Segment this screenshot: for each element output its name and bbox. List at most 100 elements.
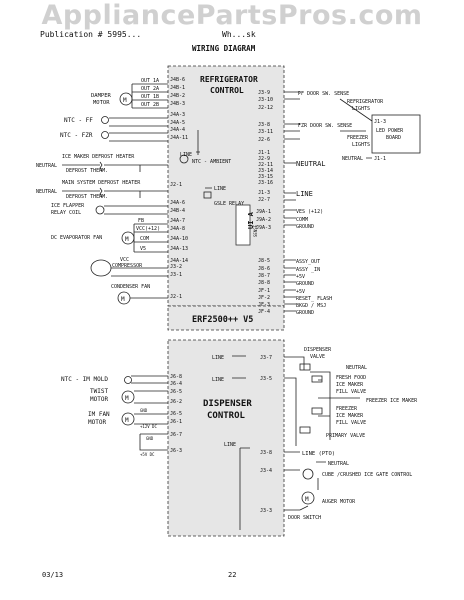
plus5v-2-label: +5V [296,289,305,295]
fresh-food-label-2: ICE MAKER [336,382,364,388]
pin-label: J4A-8 [170,226,185,232]
publication-number: Publication # 5995... [40,30,141,39]
pin-label: J8-7 [258,273,270,279]
gsle-relay-label: GSLE RELAY [214,201,244,207]
pin-label: J2-6 [258,137,270,143]
condenser-fan-group: CONDENSER FAN M [111,284,168,305]
twist-motor-group: TWIST MOTOR M [90,388,168,404]
pin-label: J8-5 [258,258,270,264]
model-strip [167,305,285,331]
inner-wires [196,130,212,189]
im-fan-motor-symbol [121,412,135,426]
plus5v-right-label: +5V [296,274,305,280]
out2a-label: OUT 2A [141,86,159,92]
pin-label: JF-1 [258,288,270,294]
freezer-lights-label-1: FREEZER [347,135,369,141]
pin-label: J3-10 [258,97,273,103]
damper-motor-group: DAMPER MOTOR M OUT 1A OUT 2A OUT 1B OUT … [91,78,168,109]
freezer-valve-symbol [311,407,323,415]
twist-motor-label-1: TWIST [90,388,108,395]
vcc-comp-label-2: COMPRESSOR [112,263,143,269]
dispenser-title-line2: CONTROL [207,411,246,421]
led-board-label-1: LED POWER [376,128,404,134]
ref-lights-label-1: REFRIGERATOR [347,99,384,105]
dispenser-right-wiring: LINE LINE LINE DISPENSER VALVE NEUTRAL F… [212,347,418,530]
condenser-fan-m: M [121,296,125,303]
fresh-food-label-3: FILL VALVE [336,389,366,395]
pin-label: J3-11 [258,129,273,135]
dc-evaporator-fan-group: DC EVAPORATOR FAN M FB VCC(+12) COM V5 [51,218,168,253]
ui-a-connector [235,204,251,246]
pin-label: J2-9 [258,156,270,162]
vcc-comp-label-1: VCC [120,257,129,263]
pin-label: J4A-3 [170,112,185,118]
condenser-fan-label: CONDENSER FAN [111,284,150,290]
ntc-ambient-label: NTC - AMBIENT [192,159,231,165]
assy-out-label: ASSY_OUT [296,259,320,265]
fresh-food-valve-symbol [311,375,323,383]
com-label: COM [140,236,149,242]
line-main-label: LINE [296,190,313,198]
pin-label: J1-3 [258,190,270,196]
ref-lights-label-2: LIGHTS [352,106,370,112]
footer-date: 03/13 [42,571,63,579]
pin-label: J3-15 [258,174,273,180]
dispenser-pin-columns: J6-8J6-4J6-5J6-2J6-5J6-1J6-7J6-3J3-7J3-5… [170,355,272,514]
ntc-ff-label: NTC - FF [64,117,93,124]
pin-label: J4A-5 [170,120,185,126]
assy-in-label: ASSY _IN [296,267,320,273]
pin-label: J3-16 [258,180,273,186]
main-system-defrost-heater-label: MAIN SYSTEM DEFROST HEATER [62,180,141,186]
pin-label: J4A-11 [170,135,188,141]
pin-label: J4B-4 [170,208,185,214]
refrigerator-control-board [167,65,285,307]
pin-label: J6-7 [170,432,182,438]
im-fan-motor-group: IM FAN MOTOR M GND +12V DC GND +5V DC [88,408,168,457]
disp-neutral-label-1: NEUTRAL [346,365,367,371]
flapper-label-1: ICE FLAPPER [51,203,85,209]
led-board-label-2: BOARD [386,135,401,141]
pin-label: J9A-3 [256,225,271,231]
plus12v-label: +12V DC [140,424,157,429]
ntc-sensors-group: NTC - FF NTC - FZR [60,116,168,142]
pin-label: J4A-4 [170,127,185,133]
pin-label: J3-2 [170,264,182,270]
ves-label: VES (+12) [296,209,323,215]
ntc-im-mold-symbol [124,376,132,384]
auger-motor-m: M [305,496,309,503]
gnd-label-1: GND [140,408,148,413]
freezer-fill-label-2: ICE MAKER [336,413,364,419]
disp-line-label-2: LINE [212,377,224,383]
dispenser-title-line1: DISPENSER [203,399,252,409]
header-brand: Wh...sk [222,30,256,39]
pin-label: J6-5 [170,389,182,395]
neutral-j1-label: NEUTRAL [342,156,363,162]
ui-ground-label: GROUND [296,224,314,230]
primary-valve-symbol [299,426,311,434]
ui-label: UI A [247,211,255,229]
pin-label: J6-4 [170,381,182,387]
pin-label: J4A-7 [170,218,185,224]
freezer-fill-label-3: FILL VALVE [336,420,366,426]
ntc-im-mold-label: NTC - IM MOLD [61,376,108,383]
plus5v-label: +5V DC [140,452,155,457]
v5-label: V5 [140,246,146,252]
inner-line-label: LINE [180,152,192,158]
twist-motor-m: M [125,395,129,402]
ground2-label: GROUND [296,281,314,287]
dc-evap-fan-label: DC EVAPORATOR FAN [51,235,102,241]
neutral-main-label: NEUTRAL [296,160,326,168]
led-j1-3-label: J1-3 [374,119,386,125]
door-switch-label: DOOR SWITCH [288,515,321,521]
ntc-ff-symbol [101,116,109,124]
pin-label: J9A-2 [256,217,271,223]
defrost-heaters-group: ICE MAKER DEFROST HEATER NEUTRAL DEFROST… [36,154,168,200]
pin-label: J4A-13 [170,246,188,252]
compressor-symbol [90,259,112,277]
pin-label: J4B-2 [170,93,185,99]
ntc-fzr-symbol [101,131,109,139]
pin-label: J8-6 [258,266,270,272]
gsle-relay-symbol [203,191,212,199]
pin-label: J4A-10 [170,236,188,242]
